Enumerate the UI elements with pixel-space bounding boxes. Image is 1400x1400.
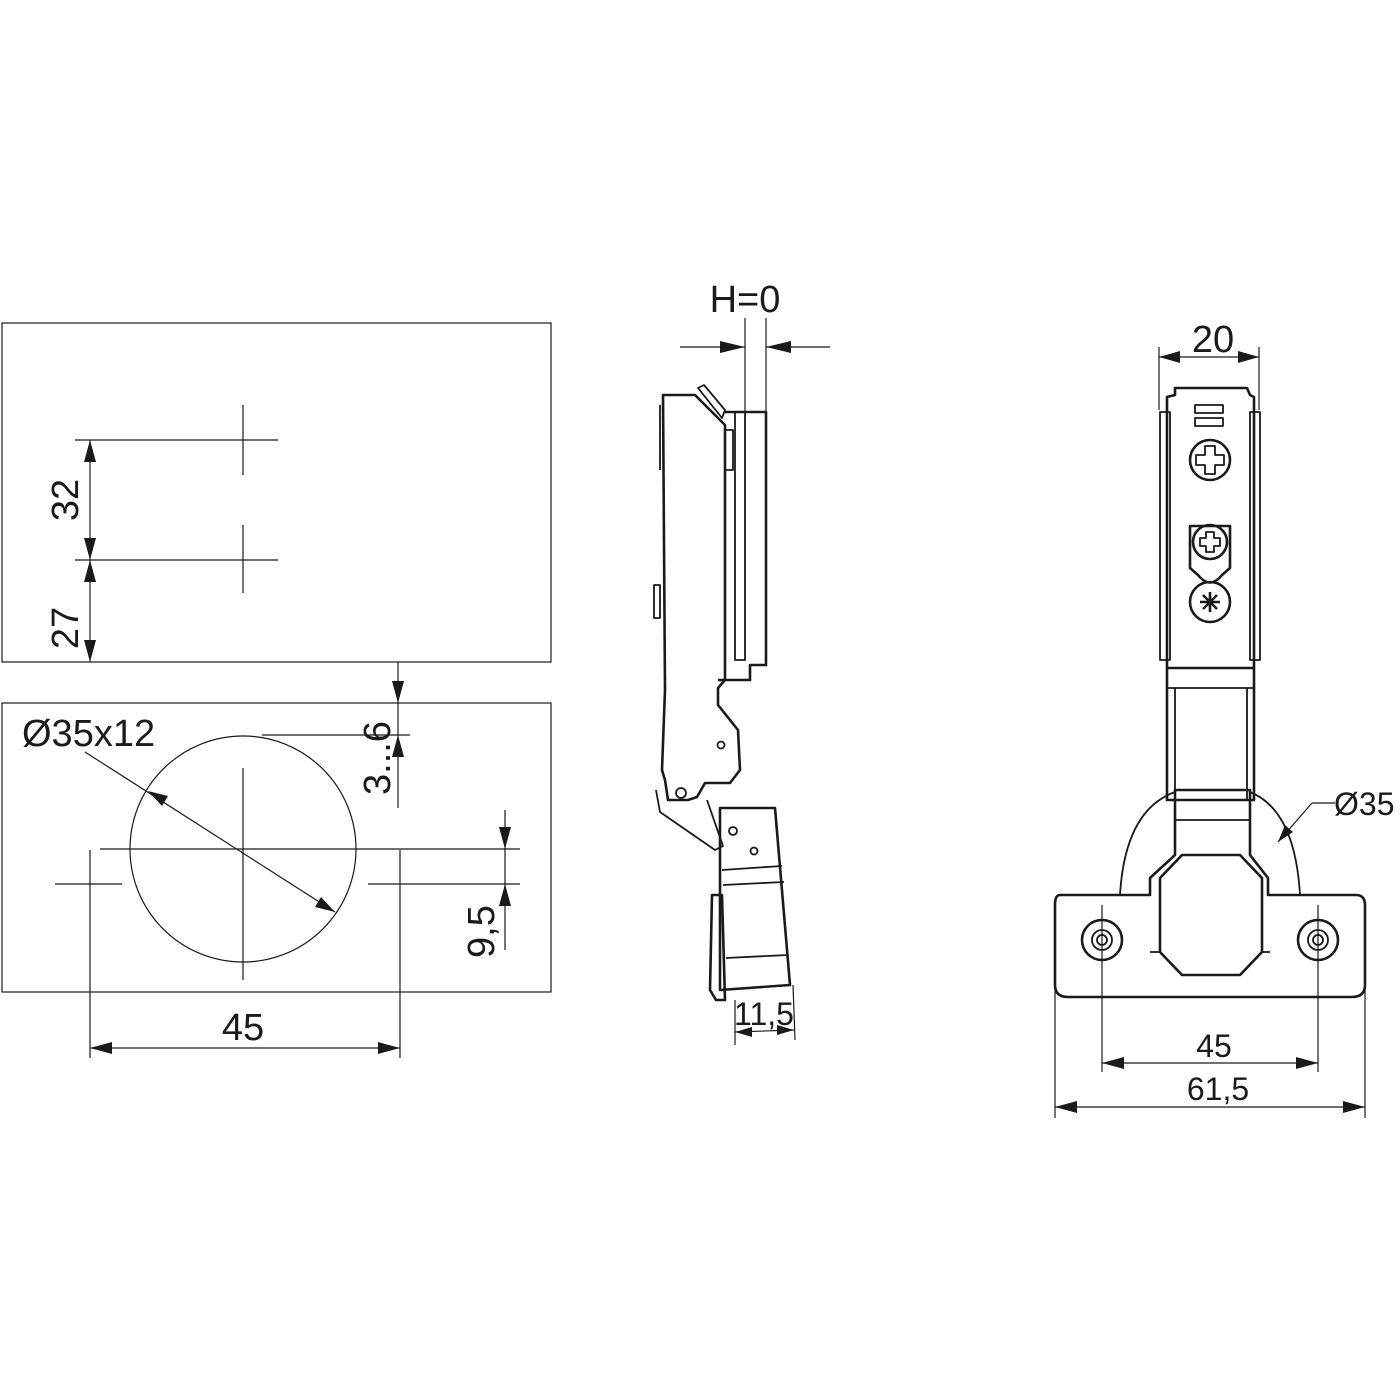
dim-3-6-label: 3...6 (357, 721, 399, 795)
dimension-9-5: 9,5 (461, 810, 511, 958)
mounting-screw-icon (1188, 580, 1232, 624)
dim-32-label: 32 (45, 479, 87, 521)
hinge-front-view: 20 Ø35 (1053, 319, 1394, 1118)
door-panel (1, 702, 552, 993)
front-cup-diameter-label: Ø35 (1334, 786, 1394, 822)
dim-20-label: 20 (1192, 319, 1234, 361)
dim-61-5-label: 61,5 (1187, 1071, 1249, 1107)
dimension-45-left: 45 (90, 1007, 400, 1054)
front-dim-45-label: 45 (1196, 1028, 1232, 1064)
dim-11-5-label: 11,5 (734, 996, 794, 1032)
dim-9-5-label: 9,5 (461, 905, 503, 958)
dimension-32-27: 32 27 (45, 440, 96, 662)
dim-27-label: 27 (45, 607, 87, 649)
overlay-label: H=0 (710, 279, 781, 321)
dimension-3-6: 3...6 (262, 662, 410, 808)
dim-45-label: 45 (222, 1007, 264, 1049)
cabinet-side-panel (1, 322, 552, 663)
cup-diameter-label: Ø35x12 (22, 713, 155, 755)
drilling-plan: 32 27 Ø35x12 3...6 (1, 322, 552, 1058)
cup-diameter-callout: Ø35x12 (22, 713, 336, 913)
mounting-plate (1053, 788, 1367, 999)
adjustment-screw-icon (1188, 438, 1232, 482)
plate-hole-crosses (75, 405, 278, 593)
hinge-side-view: H=0 11,5 (653, 279, 830, 1045)
depth-screw-icon (1191, 523, 1229, 561)
